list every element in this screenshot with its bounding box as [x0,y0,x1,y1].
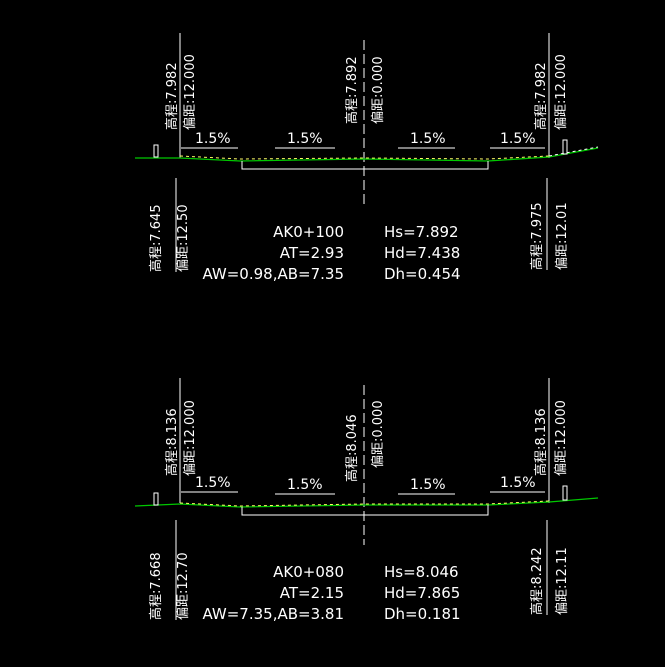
left-bottom-offset: 偏距:12.70 [176,552,191,620]
left-offset-label: 偏距:12.000 [183,54,198,130]
cross-section-1: 高程:7.982 偏距:12.000 高程:7.892 偏距:0.000 高程:… [135,33,599,283]
aw-ab-label: AW=7.35,AB=3.81 [202,605,344,623]
hd-label: Hd=7.438 [384,244,460,262]
pavement-box [241,505,489,516]
slope-label: 1.5% [195,131,231,147]
ground-line [135,147,599,162]
right-elevation-label: 高程:8.136 [533,408,549,476]
cross-section-2: 高程:8.136 偏距:12.000 高程:8.046 偏距:0.000 高程:… [134,378,599,623]
edge-marker [562,485,568,501]
left-elevation-label: 高程:8.136 [164,408,180,476]
aw-ab-label: AW=0.98,AB=7.35 [202,265,344,283]
pavement-box [241,161,489,170]
slope-label: 1.5% [410,131,446,147]
slope-label: 1.5% [287,477,323,493]
dh-label: Dh=0.454 [384,265,461,283]
slope-label: 1.5% [500,131,536,147]
slope-label: 1.5% [195,475,231,491]
hd-label: Hd=7.865 [384,584,460,602]
right-bottom-offset: 偏距:12.11 [555,547,570,615]
right-bottom-elevation: 高程:7.975 [529,202,545,270]
station-label: AK0+080 [273,563,344,581]
left-bottom-elevation: 高程:7.668 [148,552,164,620]
right-bottom-elevation: 高程:8.242 [529,547,545,615]
right-offset-label: 偏距:12.000 [554,54,569,130]
ground-line [134,497,599,508]
design-line [548,146,599,157]
right-bottom-offset: 偏距:12.01 [555,202,570,270]
dh-label: Dh=0.181 [384,605,461,623]
hs-label: Hs=8.046 [384,563,459,581]
center-offset-label: 偏距:0.000 [371,56,386,124]
hs-label: Hs=7.892 [384,223,459,241]
center-elevation-label: 高程:8.046 [344,414,360,482]
right-offset-label: 偏距:12.000 [554,400,569,476]
station-label: AK0+100 [273,223,344,241]
center-elevation-label: 高程:7.892 [344,56,360,124]
edge-marker [562,139,568,155]
left-offset-label: 偏距:12.000 [183,400,198,476]
at-label: AT=2.93 [280,244,344,262]
slope-label: 1.5% [287,131,323,147]
center-offset-label: 偏距:0.000 [371,400,386,468]
right-elevation-label: 高程:7.982 [533,62,549,130]
slope-label: 1.5% [410,477,446,493]
at-label: AT=2.15 [280,584,344,602]
edge-marker [153,144,159,158]
left-bottom-offset: 偏距:12.50 [176,204,191,272]
edge-marker [153,492,159,506]
slope-label: 1.5% [500,475,536,491]
left-elevation-label: 高程:7.982 [164,62,180,130]
left-bottom-elevation: 高程:7.645 [148,204,164,272]
